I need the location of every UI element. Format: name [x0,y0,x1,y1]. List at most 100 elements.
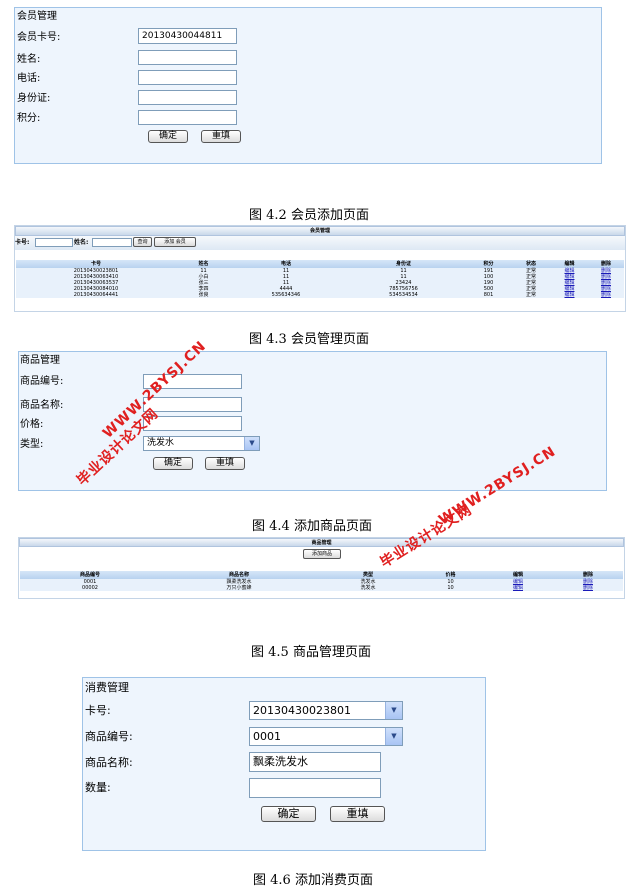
cell-points: 191 [466,268,511,274]
product-name-input[interactable] [143,397,242,412]
product-col-delete: 删除 [553,571,623,579]
cell-price: 10 [418,579,483,585]
edit-link[interactable]: 编辑 [483,579,553,585]
product-add-title: 商品管理 [20,355,60,366]
member-phone-input[interactable] [138,70,237,85]
member-card-input[interactable]: 20130430044811 [138,28,237,44]
consume-name-label: 商品名称: [85,756,133,769]
cell-card: 20130430023801 [16,268,176,274]
chevron-down-icon[interactable]: ▼ [244,437,259,450]
caption-4-6: 图 4.6 添加消费页面 [253,873,373,888]
cell-status: 正常 [511,280,551,286]
edit-link[interactable]: 编辑 [551,268,588,274]
chevron-down-icon[interactable]: ▼ [385,728,402,745]
cell-phone: 535634346 [231,292,341,298]
cell-phone: 11 [231,274,341,280]
cell-points: 190 [466,280,511,286]
edit-link[interactable]: 编辑 [551,292,588,298]
cell-type: 洗发水 [318,579,418,585]
cell-name: 11 [176,268,231,274]
product-type-value: 洗发水 [147,438,175,448]
delete-link[interactable]: 删除 [588,286,624,292]
product-code-label: 商品编号: [20,376,64,387]
cell-id: 11 [341,274,466,280]
cell-name: 李四 [176,286,231,292]
product-reset-button[interactable]: 重填 [205,457,245,470]
edit-link[interactable]: 编辑 [551,280,588,286]
product-col-code: 商品编号 [20,571,160,579]
member-col-name: 姓名 [176,260,231,268]
product-type-select[interactable]: 洗发水 ▼ [143,436,260,451]
edit-link[interactable]: 编辑 [483,585,553,591]
member-points-label: 积分: [17,113,41,124]
cell-name: 小白 [176,274,231,280]
member-search-card-label: 卡号: [15,239,30,246]
cell-points: 100 [466,274,511,280]
consume-qty-input[interactable] [249,778,381,798]
caption-4-5: 图 4.5 商品管理页面 [251,645,371,660]
cell-name: 飘柔洗发水 [160,579,318,585]
member-name-label: 姓名: [17,54,41,65]
table-row: 20130430023801 11 11 11 191 正常 编辑 删除 [16,268,624,274]
product-col-name: 商品名称 [160,571,318,579]
consume-reset-button[interactable]: 重填 [330,806,385,822]
consume-confirm-button[interactable]: 确定 [261,806,316,822]
delete-link[interactable]: 删除 [553,585,623,591]
product-table: 商品编号 商品名称 类型 价格 编辑 删除 0001 飘柔洗发水 洗发水 10 … [20,571,623,591]
member-id-input[interactable] [138,90,237,105]
cell-card: 20130430064441 [16,292,176,298]
chevron-down-icon[interactable]: ▼ [385,702,402,719]
member-manage-header: 会员管理 [15,226,625,236]
member-add-panel [14,7,602,164]
product-add-button[interactable]: 添加商品 [303,549,341,559]
product-col-edit: 编辑 [483,571,553,579]
edit-link[interactable]: 编辑 [551,274,588,280]
member-search-card-input[interactable] [35,238,73,247]
product-confirm-button[interactable]: 确定 [153,457,193,470]
cell-code: 00002 [20,585,160,591]
member-id-label: 身份证: [17,93,51,104]
cell-card: 20130430084010 [16,286,176,292]
table-row: 0001 飘柔洗发水 洗发水 10 编辑 删除 [20,579,623,585]
delete-link[interactable]: 删除 [553,579,623,585]
member-col-status: 状态 [511,260,551,268]
product-code-input[interactable] [143,374,242,389]
cell-code: 0001 [20,579,160,585]
product-type-label: 类型: [20,439,44,450]
edit-link[interactable]: 编辑 [551,286,588,292]
consume-add-title: 消费管理 [85,681,129,694]
member-add-button[interactable]: 添加 会员 [154,237,196,247]
cell-name: 张三 [176,280,231,286]
delete-link[interactable]: 删除 [588,274,624,280]
table-row: 20130430064441 张良 535634346 534534534 80… [16,292,624,298]
delete-link[interactable]: 删除 [588,292,624,298]
consume-card-value: 20130430023801 [253,704,351,717]
cell-phone: 4444 [231,286,341,292]
consume-card-label: 卡号: [85,704,111,717]
consume-qty-label: 数量: [85,781,111,794]
member-points-input[interactable] [138,110,237,125]
delete-link[interactable]: 删除 [588,268,624,274]
delete-link[interactable]: 删除 [588,280,624,286]
consume-card-select[interactable]: 20130430023801 ▼ [249,701,403,720]
member-name-input[interactable] [138,50,237,65]
member-confirm-button[interactable]: 确定 [148,130,188,143]
product-col-price: 价格 [418,571,483,579]
consume-code-select[interactable]: 0001 ▼ [249,727,403,746]
cell-card: 20130430063537 [16,280,176,286]
cell-status: 正常 [511,268,551,274]
product-price-input[interactable] [143,416,242,431]
table-row: 20130430063537 张三 11 23424 190 正常 编辑 删除 [16,280,624,286]
cell-id: 534534534 [341,292,466,298]
cell-price: 10 [418,585,483,591]
product-add-panel [18,351,607,491]
product-manage-header: 商品管理 [19,538,624,547]
member-search-button[interactable]: 查询 [133,237,152,247]
member-phone-label: 电话: [17,73,41,84]
consume-name-input[interactable]: 飘柔洗发水 [249,752,381,772]
consume-code-value: 0001 [253,730,281,743]
caption-4-4: 图 4.4 添加商品页面 [252,519,372,534]
member-search-name-input[interactable] [92,238,132,247]
cell-points: 801 [466,292,511,298]
member-reset-button[interactable]: 重填 [201,130,241,143]
